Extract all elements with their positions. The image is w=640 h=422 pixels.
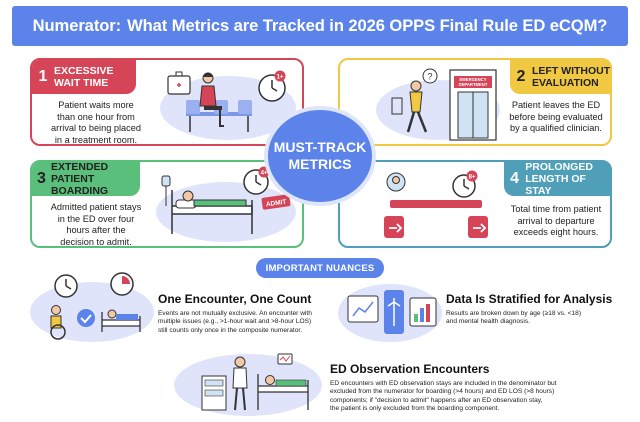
- observation-illustration: [201, 353, 309, 411]
- metric-number: 4: [510, 170, 520, 187]
- stratified-illustration: [347, 290, 437, 334]
- metric-number: 1: [38, 68, 48, 85]
- metric-title-line: EVALUATION: [532, 77, 599, 89]
- metric-number: 2: [516, 68, 526, 85]
- must-track-metrics-hub: MUST-TRACK METRICS: [264, 106, 376, 206]
- clock-badge: 8+: [469, 175, 476, 181]
- title-rest: What Metrics are Tracked in 2026 OPPS Fi…: [127, 16, 608, 35]
- metric-title-line: EXCESSIVE: [54, 65, 114, 77]
- boarding-bed-illustration: 4+ ADMIT: [156, 166, 296, 242]
- length-of-stay-illustration: 8+: [384, 170, 488, 238]
- metric-number: 3: [37, 170, 46, 187]
- clock-badge: 1+: [277, 75, 284, 81]
- metric-title-line: LEFT WITHOUT: [532, 65, 611, 77]
- nuance-observation-desc: ED encounters with ED observation stays …: [330, 380, 557, 413]
- emergency-sign-line2: DEPARTMENT: [459, 82, 488, 87]
- nuance-observation-title: ED Observation Encounters: [330, 362, 490, 376]
- leaving-ed-illustration: ? EMERGENCY DEPARTMENT: [376, 68, 500, 141]
- metric-title-line: EXTENDED: [50, 161, 109, 173]
- question-mark: ?: [427, 72, 432, 82]
- metric-title-line: PATIENT BOARDING: [50, 173, 109, 197]
- nuance-one-encounter-title: One Encounter, One Count: [158, 292, 312, 306]
- hub-line: MUST-TRACK: [273, 139, 367, 155]
- nuance-stratified-title: Data Is Stratified for Analysis: [446, 292, 613, 306]
- important-nuances-pill: IMPORTANT NUANCES: [256, 258, 384, 278]
- admit-tag: ADMIT: [266, 199, 287, 209]
- nuance-one-encounter-desc: Events are not mutually exclusive. An en…: [158, 310, 312, 334]
- metric-title-line: LENGTH OF STAY: [525, 173, 586, 197]
- metric-title-line: PROLONGED: [525, 161, 593, 173]
- title-lead: Numerator:: [32, 16, 122, 35]
- waiting-room-illustration: 1+: [160, 70, 296, 140]
- hub-line: METRICS: [288, 156, 352, 172]
- one-count-illustration: [50, 272, 141, 340]
- nuance-stratified-desc: Results are broken down by age (≥18 vs. …: [446, 310, 582, 326]
- metric-title-line: WAIT TIME: [54, 77, 109, 89]
- page-title-banner: Numerator: What Metrics are Tracked in 2…: [12, 6, 628, 46]
- clock-badge: 4+: [261, 171, 268, 177]
- emergency-sign-line1: EMERGENCY: [460, 77, 487, 82]
